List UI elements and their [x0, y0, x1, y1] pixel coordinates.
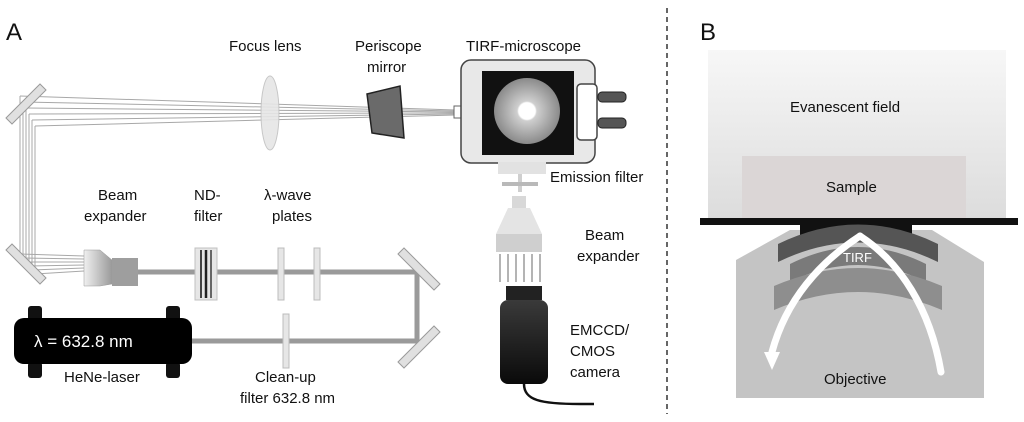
left-beam-expander [83, 249, 138, 287]
expanded-beam-bundle [19, 95, 457, 275]
tirf-microscope-label: TIRF-microscope [466, 38, 581, 55]
mirror-upper-right [397, 247, 441, 291]
nd-filter [194, 247, 218, 301]
periscope-mirror-label-1: Periscope [355, 38, 422, 55]
left-beam-expander-label-1: Beam [98, 187, 137, 204]
coverslip [700, 218, 1018, 225]
cleanup-filter [282, 313, 290, 369]
hene-laser [14, 306, 192, 378]
right-beam-expander-label-1: Beam [585, 227, 624, 244]
wave-plates-label-1: λ-wave [264, 187, 312, 204]
panel-a: A [5, 19, 643, 407]
wave-plates-label-2: plates [272, 208, 312, 225]
tirf-label: TIRF [843, 250, 872, 265]
wave-plates [277, 247, 321, 301]
right-beam-expander-label-2: expander [577, 248, 640, 265]
objective-label: Objective [824, 371, 887, 388]
right-beam-expander [496, 196, 542, 282]
camera-label-3: camera [570, 364, 621, 381]
emission-filter-label: Emission filter [550, 169, 643, 186]
cleanup-filter-label-1: Clean-up [255, 369, 316, 386]
periscope-mirror [366, 85, 405, 139]
panel-b-letter: B [700, 19, 716, 46]
camera-label-2: CMOS [570, 343, 615, 360]
sample-region [742, 156, 966, 220]
microscope-stage-disk [494, 78, 560, 144]
nd-filter-label-2: filter [194, 208, 222, 225]
nd-filter-label-1: ND- [194, 187, 221, 204]
camera-label-1: EMCCD/ [570, 322, 630, 339]
panel-a-letter: A [6, 19, 22, 46]
focus-lens-label: Focus lens [229, 38, 302, 55]
emccd-camera [500, 286, 594, 406]
cleanup-filter-label-2: filter 632.8 nm [240, 390, 335, 407]
laser-wavelength-label: λ = 632.8 nm [34, 332, 133, 351]
periscope-mirror-lower-left [5, 243, 47, 285]
mirror-lower-right [397, 325, 441, 369]
laser-name-label: HeNe-laser [64, 369, 140, 386]
sample-label: Sample [826, 179, 877, 196]
tirf-microscope [453, 59, 627, 192]
left-beam-expander-label-2: expander [84, 208, 147, 225]
evanescent-field-label: Evanescent field [790, 99, 900, 116]
focus-lens [260, 75, 280, 151]
tirf-arrow-head [764, 352, 780, 370]
panel-b: B Evanescent field Sample TIRF Objective [700, 19, 1018, 398]
periscope-mirror-label-2: mirror [367, 59, 406, 76]
periscope-mirror-upper-left [5, 83, 47, 125]
tirf-light-path [768, 232, 945, 376]
